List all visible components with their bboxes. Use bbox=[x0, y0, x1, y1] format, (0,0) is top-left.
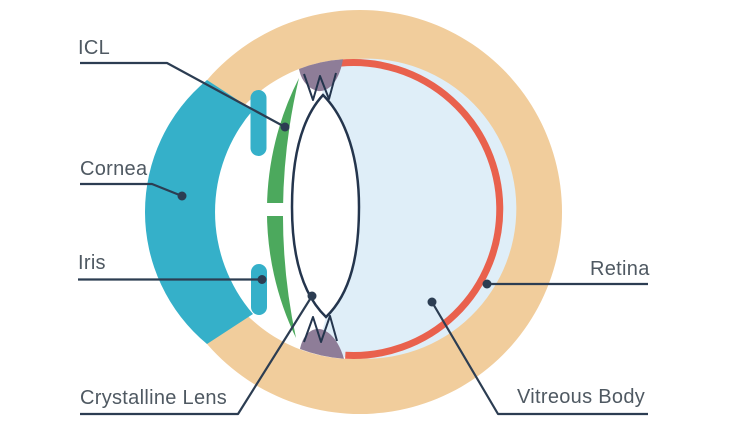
label-crystalline-lens: Crystalline Lens bbox=[80, 387, 228, 409]
zonule-fibers-bottom-icon bbox=[303, 315, 338, 343]
leader-line-vitreous-body bbox=[431, 301, 648, 416]
label-iris: Iris bbox=[78, 252, 106, 274]
leader-lines bbox=[78, 61, 648, 416]
leader-dot-vitreous-body bbox=[427, 297, 437, 307]
iris-top-bar bbox=[250, 90, 267, 156]
icl-gap bbox=[262, 203, 291, 216]
crystalline-lens-shape bbox=[290, 93, 361, 319]
label-retina: Retina bbox=[590, 258, 650, 280]
leader-dots bbox=[177, 122, 492, 307]
leader-line-icl bbox=[80, 61, 286, 128]
ciliary-body-top bbox=[299, 59, 343, 92]
vitreous-body-shape bbox=[321, 58, 517, 359]
leader-dot-retina bbox=[482, 279, 492, 289]
leader-dot-iris bbox=[257, 275, 267, 284]
ciliary-body-bottom bbox=[300, 328, 344, 359]
zonule-fibers-top-icon bbox=[303, 72, 337, 101]
label-cornea: Cornea bbox=[80, 158, 148, 180]
leader-dot-icl bbox=[280, 122, 290, 132]
label-vitreous-body: Vitreous Body bbox=[517, 386, 646, 408]
label-icl: ICL bbox=[78, 37, 111, 59]
leader-line-cornea bbox=[80, 182, 183, 198]
leader-line-crystalline-lens bbox=[80, 295, 313, 416]
cornea-shape bbox=[144, 80, 253, 344]
leader-dot-crystalline-lens bbox=[307, 291, 317, 301]
leader-dot-cornea bbox=[177, 191, 187, 201]
retina-arc bbox=[339, 59, 504, 360]
iris-bottom-bar bbox=[251, 264, 267, 315]
